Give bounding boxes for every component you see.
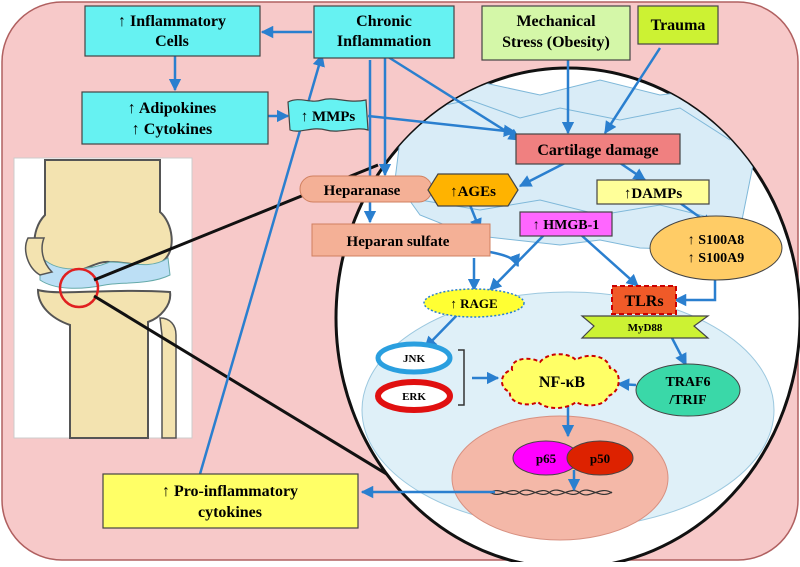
cartilage-damage-label: Cartilage damage [537, 142, 658, 159]
tlrs-label: TLRs [624, 293, 663, 310]
arrow-hmgb-to-tlrs [579, 233, 639, 287]
node-pro-inflammatory: ↑ Pro-inflammatory cytokines [102, 473, 359, 529]
node-ages: ↑AGEs [427, 173, 519, 207]
arrow-hmgb-to-rage [489, 233, 546, 291]
arrow-cartilage-to-ages [518, 161, 566, 188]
mmps-banner [287, 98, 369, 132]
cartilage-shape [39, 253, 171, 289]
mapk-bracket [458, 349, 465, 406]
knee-illustration [13, 157, 193, 439]
jnk-label: JNK [403, 353, 425, 365]
node-myd88: MyD88 [580, 315, 710, 339]
inflammatory-cells-line2: Cells [155, 33, 189, 50]
adipokines-line2: ↑ Cytokines [132, 121, 212, 138]
traf6-line2: /TRIF [668, 393, 706, 408]
node-tlrs: TLRs [611, 285, 677, 315]
node-traf6: TRAF6 /TRIF [635, 363, 741, 417]
node-s100: ↑ S100A8 ↑ S100A9 [649, 215, 783, 281]
fibula-shape [159, 317, 177, 439]
myd88-banner [580, 315, 710, 339]
trauma-label: Trauma [651, 17, 706, 34]
node-heparanase: Heparanase [299, 175, 433, 203]
trauma-box [637, 5, 719, 45]
p50-ellipse [566, 440, 634, 476]
erk-ring [375, 379, 453, 413]
node-nfkb: NF-κB [501, 353, 620, 409]
inflammatory-cells-box [84, 5, 261, 57]
s100-ellipse [649, 215, 783, 281]
traf6-ellipse [635, 363, 741, 417]
heparanase-label: Heparanase [324, 183, 401, 199]
node-damps: ↑DAMPs [596, 179, 710, 205]
node-trauma: Trauma [637, 5, 719, 45]
pro-inflammatory-box [102, 473, 359, 529]
adipokines-box [81, 91, 269, 145]
node-inflammatory-cells: ↑ Inflammatory Cells [84, 5, 261, 57]
mmps-label: ↑ MMPs [301, 109, 356, 125]
p65-label: p65 [536, 451, 557, 466]
patella-shape [24, 237, 54, 276]
ages-label: ↑AGEs [450, 184, 496, 200]
node-p50: p50 [566, 440, 634, 476]
node-erk: ERK [375, 379, 453, 413]
cartilage-damage-box [515, 133, 681, 165]
node-cartilage-damage: Cartilage damage [515, 133, 681, 165]
tlrs-box [611, 285, 677, 315]
dna-strand-2 [489, 489, 613, 496]
hmgb1-box [519, 211, 613, 237]
arrow-myd88-to-traf6 [670, 337, 688, 367]
node-adipokines: ↑ Adipokines ↑ Cytokines [81, 91, 269, 145]
dna-strand-1 [489, 489, 613, 496]
mechanical-stress-line2: Stress (Obesity) [502, 34, 610, 51]
tissue-crack-1 [419, 99, 731, 141]
mechanical-stress-line1: Mechanical [516, 13, 596, 30]
pro-inflammatory-line2: cytokines [198, 504, 262, 521]
damps-label: ↑DAMPs [624, 186, 682, 202]
inflammatory-cells-line1: ↑ Inflammatory [118, 13, 226, 30]
p50-label: p50 [590, 451, 610, 466]
node-mmps: ↑ MMPs [287, 98, 369, 132]
mechanical-stress-box [481, 5, 631, 61]
node-hmgb1: ↑ HMGB-1 [519, 211, 613, 237]
node-rage: ↑ RAGE [423, 288, 525, 318]
arrow-trauma-to-cartilage [603, 47, 662, 135]
rage-label: ↑ RAGE [450, 296, 497, 311]
traf6-line1: TRAF6 [665, 375, 710, 390]
hmgb1-label: ↑ HMGB-1 [533, 218, 600, 233]
tibia-shape [36, 288, 172, 439]
erk-label: ERK [402, 391, 426, 403]
arrow-rage-to-jnk [424, 311, 461, 349]
joint-highlight-circle [58, 267, 100, 309]
s100-line2: ↑ S100A9 [688, 251, 744, 266]
rage-ellipse [423, 288, 525, 318]
jnk-ring [375, 341, 453, 375]
s100-line1: ↑ S100A8 [688, 233, 744, 248]
node-jnk: JNK [375, 341, 453, 375]
ages-hexagon [427, 173, 519, 207]
chronic-inflammation-line1: Chronic [356, 13, 412, 30]
arrow-traf6-to-nfkb [616, 378, 637, 391]
nfkb-label: NF-κB [539, 374, 586, 391]
arrow-mmps-to-cartilage [367, 114, 517, 137]
arrow-chronic-to-cartilage [384, 53, 522, 142]
damps-box [596, 179, 710, 205]
node-mechanical-stress: Mechanical Stress (Obesity) [481, 5, 631, 61]
nfkb-cloud [501, 353, 620, 409]
arrow-cartilage-to-damps [619, 161, 647, 182]
heparan-sulfate-box [311, 223, 491, 257]
nucleus [451, 415, 669, 541]
heparan-sulfate-label: Heparan sulfate [347, 234, 450, 250]
adipokines-line1: ↑ Adipokines [128, 100, 216, 117]
chronic-inflammation-line2: Inflammation [337, 33, 431, 50]
chronic-inflammation-box [313, 5, 455, 59]
myd88-label: MyD88 [628, 322, 663, 334]
pro-inflammatory-line1: ↑ Pro-inflammatory [162, 483, 298, 500]
node-heparan-sulfate: Heparan sulfate [311, 223, 491, 257]
node-chronic-inflammation: Chronic Inflammation [313, 5, 455, 59]
